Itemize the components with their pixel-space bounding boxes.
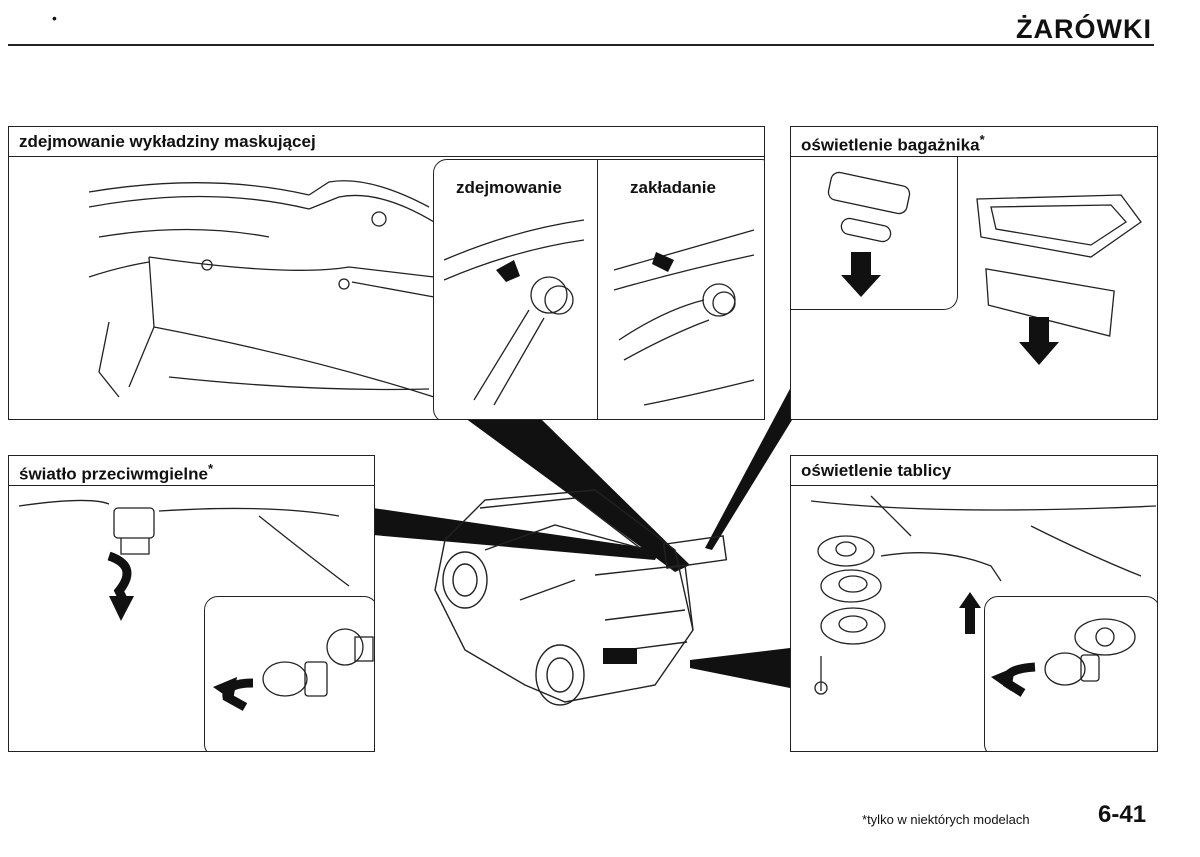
panel-title: zdejmowanie wykładziny maskującej <box>9 127 764 157</box>
car-tail-light <box>603 648 637 664</box>
connector-trim <box>465 418 690 572</box>
page-number: 6-41 <box>1098 801 1147 828</box>
remove-install-drawing <box>443 219 755 406</box>
panel-trim-removal: zdejmowanie wykładziny maskującej zdejmo… <box>8 126 765 420</box>
panel-title-text: oświetlenie bagażnika <box>801 135 980 155</box>
plate-light-drawing <box>810 495 1157 695</box>
inset-trunk-bulb <box>791 157 958 310</box>
arrow-down-lens <box>1019 317 1059 365</box>
panel-title: oświetlenie tablicy <box>791 456 1157 486</box>
fog-bulb-drawing <box>213 628 374 711</box>
footnote: *tylko w niektórych modelach <box>862 812 1030 827</box>
arrow-up <box>965 606 975 634</box>
car-illustration <box>434 489 728 706</box>
header-rule <box>8 44 1154 46</box>
panel-trunk-light: oświetlenie bagażnika* <box>790 126 1158 420</box>
connector-trunk <box>705 385 792 550</box>
inset-fog-bulb <box>204 596 374 751</box>
label-remove: zdejmowanie <box>456 178 562 197</box>
connector-plate <box>690 648 790 688</box>
inset-remove-install: zdejmowanie zakładanie <box>433 159 764 419</box>
panel-plate-light: oświetlenie tablicy <box>790 455 1158 752</box>
fog-light-drawing <box>18 499 350 621</box>
arrow-rotate <box>107 551 132 604</box>
panel-fog-light: światło przeciwmgielne* <box>8 455 375 752</box>
panel-title: światło przeciwmgielne* <box>9 456 374 486</box>
trunk-light-drawing <box>827 171 1142 365</box>
arrow-install <box>652 252 674 272</box>
inset-divider <box>597 160 598 419</box>
asterisk: * <box>862 812 868 827</box>
asterisk: * <box>979 132 985 147</box>
inset-plate-bulb <box>984 596 1157 751</box>
arrow-down-bulb <box>841 252 881 297</box>
plate-bulb-drawing <box>991 618 1136 697</box>
corner-mark: • <box>52 10 57 26</box>
car-open-hatch <box>662 535 728 569</box>
connector-fog <box>373 508 660 560</box>
arrow-remove <box>496 260 520 282</box>
page-title: ŻARÓWKI <box>1016 14 1152 44</box>
trim-illustration <box>88 180 435 398</box>
label-install: zakładanie <box>630 178 716 197</box>
panel-title: oświetlenie bagażnika* <box>791 127 1157 157</box>
footnote-text: tylko w niektórych modelach <box>867 812 1030 827</box>
panel-title-text: światło przeciwmgielne <box>19 464 208 484</box>
asterisk: * <box>207 461 214 476</box>
